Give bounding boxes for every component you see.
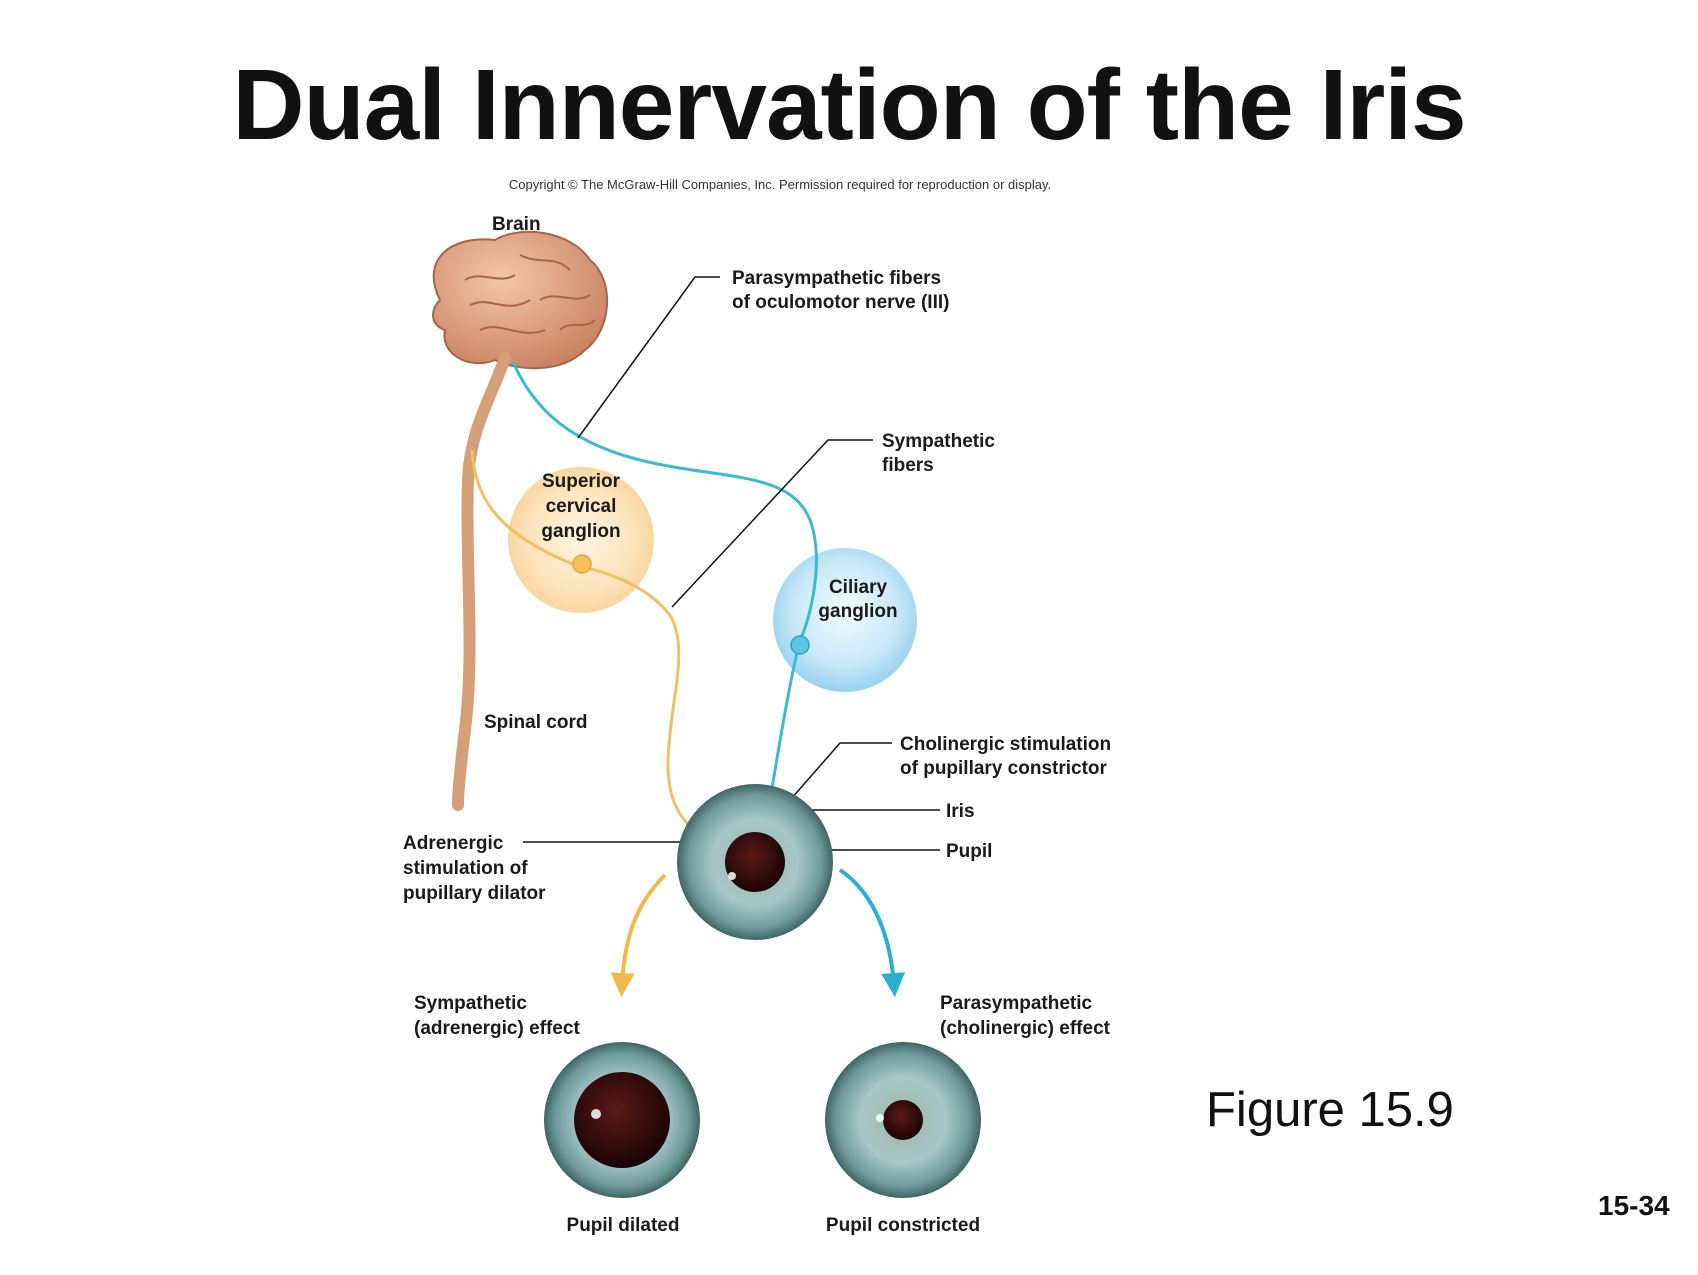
- label-cholinergic-2: of pupillary constrictor: [900, 758, 1108, 779]
- label-superior-cervical-2: cervical: [546, 496, 617, 517]
- label-adrenergic-2: stimulation of: [403, 858, 528, 879]
- leader-lines: [523, 276, 940, 851]
- label-sym-effect-2: (adrenergic) effect: [414, 1018, 580, 1039]
- label-spinal-cord: Spinal cord: [484, 712, 587, 733]
- ciliary-ganglion: [773, 548, 917, 692]
- label-brain: Brain: [492, 214, 541, 235]
- spinal-cord: [452, 352, 511, 811]
- label-sympathetic-fibers-1: Sympathetic: [882, 431, 995, 452]
- label-iris: Iris: [946, 801, 975, 822]
- label-parasympathetic-fibers-1: Parasympathetic fibers: [732, 268, 941, 289]
- sympathetic-effect-arrow: [610, 873, 667, 997]
- synapse-superior: [572, 554, 592, 574]
- constricted-eye: [825, 1042, 981, 1198]
- synapse-ciliary: [790, 635, 810, 655]
- page-title: Dual Innervation of the Iris: [232, 49, 1466, 161]
- label-parasympathetic-fibers-2: of oculomotor nerve (III): [732, 292, 949, 313]
- slide-number: 15-34: [1598, 1190, 1670, 1221]
- label-para-effect-1: Parasympathetic: [940, 993, 1093, 1014]
- figure-label: Figure 15.9: [1206, 1083, 1454, 1137]
- label-sym-effect-1: Sympathetic: [414, 993, 527, 1014]
- leader-sympathetic: [671, 439, 873, 608]
- label-pupil-constricted: Pupil constricted: [826, 1215, 980, 1236]
- dilated-eye: [544, 1042, 700, 1198]
- label-superior-cervical-3: ganglion: [541, 521, 620, 542]
- label-para-effect-2: (cholinergic) effect: [940, 1018, 1111, 1039]
- label-sympathetic-fibers-2: fibers: [882, 455, 934, 476]
- label-adrenergic-3: pupillary dilator: [403, 883, 546, 904]
- brain-illustration: [432, 230, 609, 370]
- parasympathetic-effect-arrow: [838, 868, 906, 997]
- label-pupil-dilated: Pupil dilated: [567, 1215, 680, 1236]
- sympathetic-pathway: [470, 449, 701, 837]
- label-adrenergic-1: Adrenergic: [403, 833, 504, 854]
- copyright-notice: Copyright © The McGraw-Hill Companies, I…: [508, 177, 1052, 192]
- label-superior-cervical-1: Superior: [542, 471, 621, 492]
- leader-parasympathetic: [577, 276, 720, 439]
- leader-cholinergic: [776, 742, 892, 816]
- label-ciliary-1: Ciliary: [829, 577, 888, 598]
- label-pupil: Pupil: [946, 841, 992, 862]
- label-cholinergic-1: Cholinergic stimulation: [900, 734, 1111, 755]
- central-eye: [677, 784, 833, 940]
- label-ciliary-2: ganglion: [818, 601, 897, 622]
- parasympathetic-pathway: [511, 361, 818, 801]
